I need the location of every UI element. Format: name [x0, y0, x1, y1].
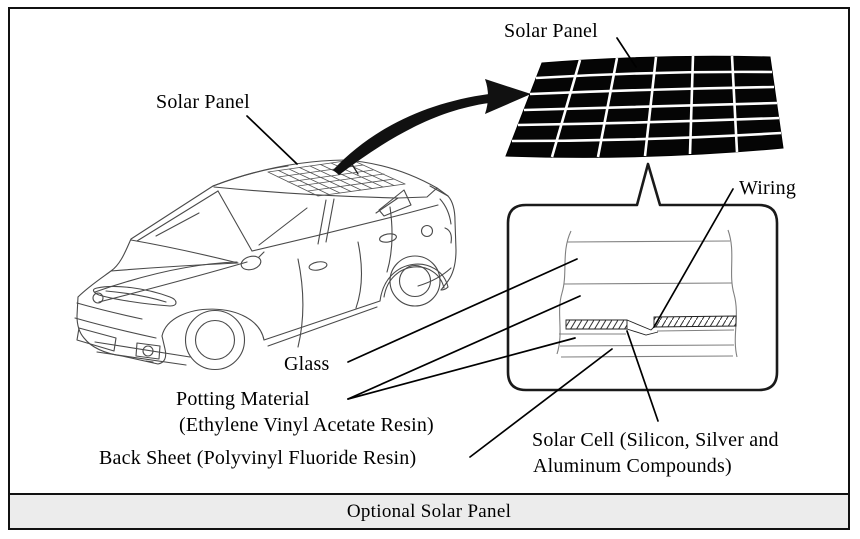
magnify-arrow [333, 79, 531, 175]
panel-grid-lines [511, 55, 782, 158]
break-line-left [556, 230, 572, 355]
leader-potting-upper [347, 295, 581, 400]
rear-wheel [389, 255, 441, 307]
figure-caption: Optional Solar Panel [346, 500, 512, 522]
leader-solar-cell [626, 330, 659, 422]
emblem [92, 292, 104, 304]
label-solar-panel-car: Solar Panel [156, 91, 250, 113]
headlight [92, 285, 177, 307]
label-wiring: Wiring [739, 177, 797, 199]
fog-light [135, 342, 161, 360]
leader-solar-panel-enlarged [616, 37, 637, 68]
back-sheet-top-line [559, 344, 735, 347]
leader-glass [347, 258, 578, 363]
potting-upper-line [563, 282, 733, 285]
label-solar-cell-line2: Aluminum Compounds) [533, 455, 732, 477]
label-solar-panel-enlarged: Solar Panel [504, 20, 598, 42]
car-illustration [74, 159, 457, 371]
cross-section-callout [506, 162, 779, 392]
caption-bar: Optional Solar Panel [10, 493, 848, 528]
arrow-head [485, 79, 531, 114]
label-glass: Glass [284, 353, 330, 375]
label-back-sheet: Back Sheet (Polyvinyl Fluoride Resin) [99, 447, 417, 469]
back-sheet-bottom-line [560, 355, 734, 358]
fuel-door [420, 224, 434, 238]
side-mirror [240, 255, 262, 271]
solar-cell-strip [565, 315, 737, 336]
front-wheel [184, 309, 246, 371]
label-solar-cell-line1: Solar Cell (Silicon, Silver and [532, 429, 779, 451]
roof-solar-grid [267, 159, 406, 197]
leader-potting-lower [347, 337, 576, 400]
enlarged-solar-panel [505, 55, 784, 158]
break-line-right [727, 229, 738, 358]
leader-back-sheet [469, 348, 613, 458]
leader-solar-panel-car [246, 115, 298, 165]
label-potting-material-line2: (Ethylene Vinyl Acetate Resin) [179, 414, 434, 436]
car-body-outline [77, 159, 457, 298]
label-potting-material-line1: Potting Material [176, 388, 310, 410]
leader-wiring [653, 188, 734, 328]
leader-lines [246, 37, 734, 458]
